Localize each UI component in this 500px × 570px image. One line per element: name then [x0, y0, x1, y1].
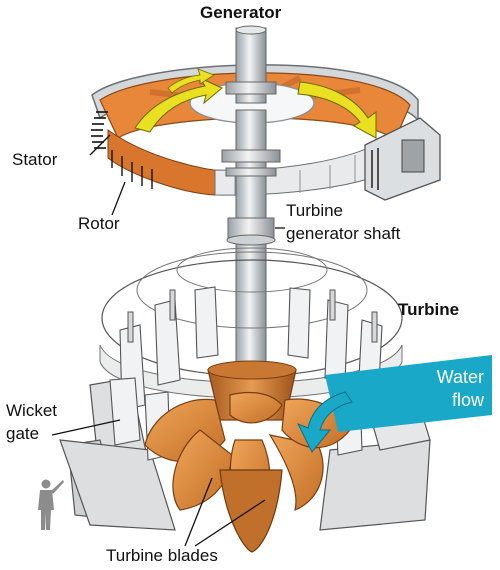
label-generator: Generator: [200, 3, 282, 22]
rotation-arrow-top: [167, 68, 215, 94]
label-turbine-blades: Turbine blades: [106, 546, 218, 565]
label-shaft-line1: Turbine: [286, 201, 344, 220]
turbine-generator-shaft: [221, 25, 281, 371]
label-water-line2: flow: [451, 390, 484, 410]
rotor-leader: [111, 181, 126, 216]
blade-leader-b: [194, 499, 266, 547]
blade-leader-a: [184, 477, 213, 547]
wicket-leader: [51, 419, 121, 436]
base-block-left: [59, 439, 176, 531]
rotation-arrow-right: [297, 81, 377, 139]
generator-assembly: [91, 64, 441, 201]
shaft-collar-mid: [221, 149, 281, 163]
label-water-line1: Water: [436, 367, 484, 387]
water-flow: [296, 355, 492, 453]
person-pointing-icon: [38, 479, 64, 530]
stator-teeth: [91, 111, 108, 149]
label-turbine: Turbine: [398, 300, 460, 319]
runner-cone: [219, 469, 283, 553]
stator-core: [401, 139, 425, 173]
label-wicket-line1: Wicket: [6, 401, 57, 420]
label-rotor: Rotor: [78, 214, 120, 233]
label-stator: Stator: [12, 150, 58, 169]
stator-leader: [89, 134, 111, 156]
water-flow-arrow: [296, 391, 353, 453]
rotation-arrow-left: [134, 76, 223, 133]
label-shaft-line2: generator shaft: [286, 224, 401, 243]
water-flow-band: [325, 355, 492, 432]
leader-lines: [51, 134, 285, 547]
base-block-right: [319, 439, 431, 531]
shaft-collar-top: [225, 81, 277, 95]
label-wicket-line2: gate: [6, 424, 40, 443]
